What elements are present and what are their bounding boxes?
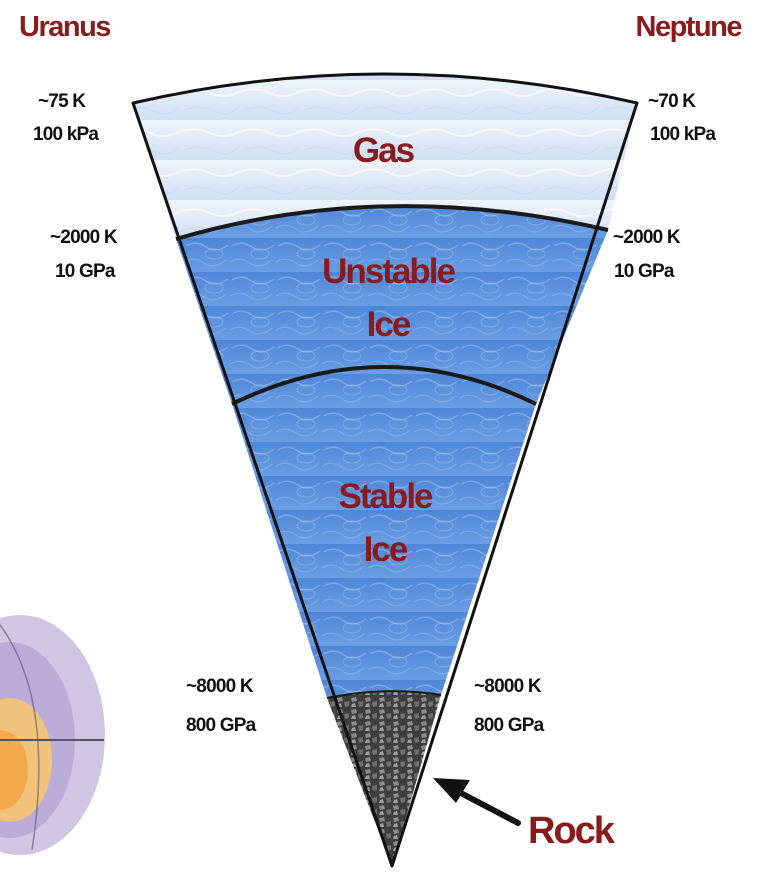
- core-right-temp: ~8000 K: [474, 676, 542, 697]
- top-left-pressure: 100 kPa: [33, 124, 99, 145]
- ice-rock-boundary: [326, 690, 442, 699]
- planet-cutaway-image: [0, 615, 105, 855]
- stable-ice-label-line1: Stable: [338, 477, 433, 516]
- uranus-label: Uranus: [19, 11, 110, 43]
- mid-left-temp: ~2000 K: [50, 227, 118, 248]
- wedge-outline: [131, 72, 639, 868]
- top-right-temp: ~70 K: [648, 91, 696, 112]
- core-left-pressure: 800 GPa: [186, 715, 257, 736]
- mid-right-temp: ~2000 K: [613, 227, 681, 248]
- neptune-label: Neptune: [636, 11, 743, 43]
- mid-right-pressure: 10 GPa: [614, 261, 675, 282]
- top-left-temp: ~75 K: [38, 91, 86, 112]
- rock-label: Rock: [528, 810, 616, 852]
- stable-ice-label-line2: Ice: [364, 530, 408, 569]
- unstable-stable-boundary: [231, 365, 537, 406]
- rock-core: [327, 691, 441, 866]
- mid-left-pressure: 10 GPa: [55, 261, 116, 282]
- gas-layer: [133, 74, 637, 239]
- top-right-pressure: 100 kPa: [650, 124, 716, 145]
- core-left-temp: ~8000 K: [186, 676, 254, 697]
- gas-label: Gas: [353, 131, 415, 170]
- unstable-ice-layer: [176, 206, 608, 404]
- core-right-pressure: 800 GPa: [474, 715, 545, 736]
- unstable-ice-label-line2: Ice: [367, 305, 411, 344]
- gas-ice-boundary: [175, 204, 609, 241]
- unstable-ice-label-line1: Unstable: [322, 252, 455, 291]
- rock-arrow-icon: [433, 778, 521, 826]
